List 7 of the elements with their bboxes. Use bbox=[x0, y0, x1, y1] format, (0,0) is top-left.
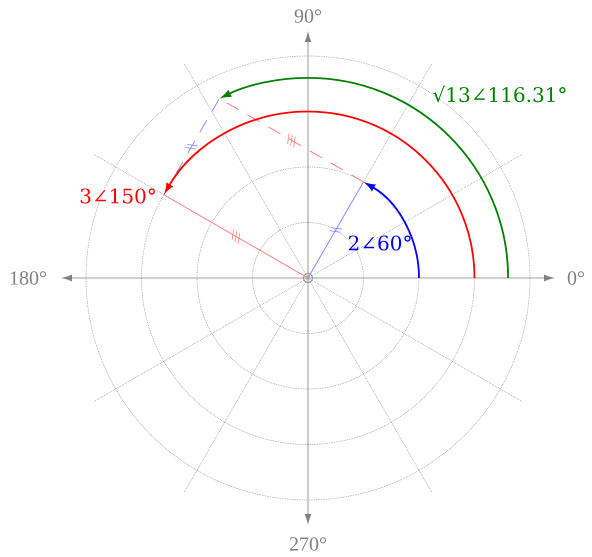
axis-label: 0° bbox=[568, 271, 584, 285]
axis-label: 180° bbox=[10, 271, 46, 285]
phasor-label: 3∠150° bbox=[80, 188, 155, 204]
axis-label: 90° bbox=[294, 9, 322, 23]
phasor-label: 2∠60° bbox=[348, 235, 411, 251]
axis-label: 270° bbox=[290, 537, 326, 551]
phasor-label: √13∠116.31° bbox=[433, 86, 566, 102]
